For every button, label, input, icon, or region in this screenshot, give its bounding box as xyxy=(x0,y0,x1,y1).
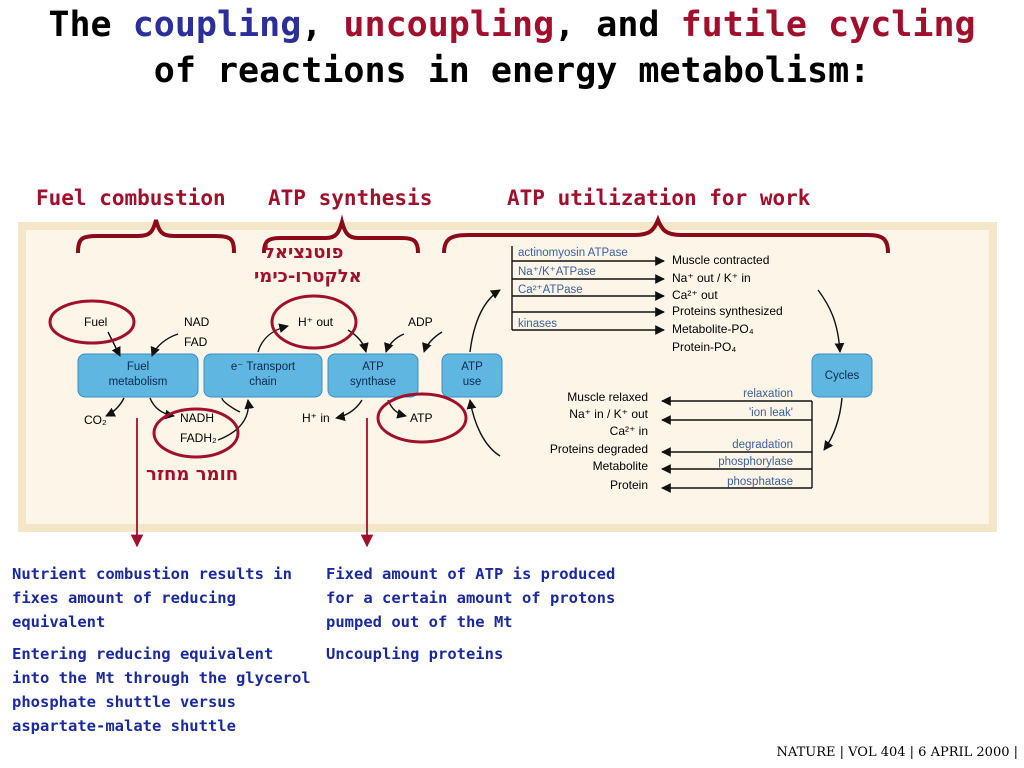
arrow-co2-out xyxy=(105,397,125,417)
return-process-0: relaxation xyxy=(743,388,793,400)
label-adp: ADP xyxy=(408,315,433,329)
work-output-0: Muscle contracted xyxy=(672,253,769,267)
arrow-h-in xyxy=(335,399,363,422)
return-output-0: Muscle relaxed xyxy=(567,390,648,404)
arrow-to-work xyxy=(469,289,501,353)
work-output-5: Protein-PO₄ xyxy=(672,340,736,354)
title-word-coupling: coupling xyxy=(132,5,302,45)
return-process-1: 'ion leak' xyxy=(749,407,793,419)
highlight-atp xyxy=(376,392,468,444)
return-process-4: phosphatase xyxy=(727,476,793,488)
note-right: Fixed amount of ATP is produced for a ce… xyxy=(326,562,631,674)
return-process-2: degradation xyxy=(732,439,793,451)
label-nad: NAD xyxy=(184,315,210,329)
label-h-out: H⁺ out xyxy=(298,315,334,329)
arrow-work-to-cycles xyxy=(817,289,845,353)
title-word-uncoupling: uncoupling xyxy=(343,5,555,45)
electron-transport-box-label-2: chain xyxy=(249,376,277,388)
highlight-h-out xyxy=(270,294,358,350)
note-left-paragraph-1: Nutrient combustion results in fixes amo… xyxy=(12,565,292,631)
label-fad: FAD xyxy=(184,335,208,349)
label-nadh: NADH xyxy=(180,411,214,425)
electron-transport-box xyxy=(203,353,323,398)
hebrew-recycled: חומר מחזר xyxy=(146,464,239,485)
work-output-2: Ca²⁺ out xyxy=(672,288,718,302)
header-atp-utilization: ATP utilization for work xyxy=(507,186,811,210)
highlight-fuel xyxy=(48,299,136,345)
cycles-box xyxy=(811,353,873,398)
note-left-paragraph-2: Entering reducing equivalent into the Mt… xyxy=(12,645,311,735)
title-line-1: The coupling, uncoupling, and futile cyc… xyxy=(0,2,1024,48)
source-credit: NATURE | VOL 404 | 6 APRIL 2000 | xyxy=(776,745,1018,760)
header-fuel-combustion: Fuel combustion xyxy=(36,186,226,210)
atp-synthase-box-label: ATP xyxy=(362,361,384,373)
arrow-nadh-out xyxy=(149,397,175,420)
title-word-and: , and xyxy=(554,5,660,45)
slide-title: The coupling, uncoupling, and futile cyc… xyxy=(0,2,1024,94)
return-output-4: Metabolite xyxy=(593,459,649,473)
arrow-fuel-in xyxy=(107,331,121,357)
note-right-paragraph-2: Uncoupling proteins xyxy=(326,645,504,663)
header-atp-synthesis: ATP synthesis xyxy=(268,186,433,210)
work-output-1: Na⁺ out / K⁺ in xyxy=(672,271,751,285)
work-enzyme-1: Na⁺/K⁺ATPase xyxy=(518,266,596,278)
arrow-nadh-to-etc xyxy=(221,397,241,413)
title-word-the: The xyxy=(48,5,112,45)
fuel-metabolism-box-label-2: metabolism xyxy=(109,376,168,388)
brace-atp-synthesis xyxy=(262,214,420,254)
label-fuel: Fuel xyxy=(84,315,107,329)
atp-use-box-label: ATP xyxy=(461,361,483,373)
note-right-paragraph-1: Fixed amount of ATP is produced for a ce… xyxy=(326,565,616,631)
arrow-cycles-to-return xyxy=(823,397,843,451)
title-comma: , xyxy=(301,5,323,45)
atp-use-box-label-2: use xyxy=(463,376,482,388)
title-line-2: of reactions in energy metabolism: xyxy=(153,51,871,91)
work-output-4: Metabolite-PO₄ xyxy=(672,322,754,336)
electron-transport-box-label: e⁻ Transport xyxy=(231,361,296,373)
arrow-h-return xyxy=(347,329,369,353)
title-word-futile-cycling: futile cycling xyxy=(680,5,976,45)
fuel-metabolism-box xyxy=(77,353,199,398)
fuel-metabolism-box-label: Fuel xyxy=(127,361,149,373)
atp-synthase-box xyxy=(327,353,419,398)
arrow-etc-intake xyxy=(217,399,255,441)
highlight-nadh-fadh2 xyxy=(152,407,240,459)
arrow-atp-use-in xyxy=(422,331,443,353)
arrow-adp-in xyxy=(384,333,405,353)
arrow-h-pumped xyxy=(257,323,289,353)
label-h-in: H⁺ in xyxy=(302,411,330,425)
work-output-3: Proteins synthesized xyxy=(672,304,783,318)
work-enzyme-3: kinases xyxy=(518,318,557,330)
return-output-1: Na⁺ in / K⁺ out xyxy=(569,407,648,421)
atp-use-box xyxy=(441,353,503,398)
hebrew-potential-line-1: פוטנציאל xyxy=(264,242,344,263)
arrow-nad-in xyxy=(150,333,179,357)
return-output-2: Ca²⁺ in xyxy=(610,424,648,438)
brace-atp-utilization xyxy=(442,214,890,254)
brace-fuel-combustion xyxy=(76,219,236,254)
cycles-box-label: Cycles xyxy=(825,370,860,382)
work-enzyme-2: Ca²⁺ATPase xyxy=(518,284,583,296)
label-co2: CO₂ xyxy=(84,413,107,427)
arrow-from-return xyxy=(466,399,501,457)
label-fadh2: FADH₂ xyxy=(180,431,217,445)
label-atp: ATP xyxy=(410,411,432,425)
work-enzyme-0: actinomyosin ATPase xyxy=(518,247,628,259)
return-output-5: Protein xyxy=(610,478,648,492)
note-left: Nutrient combustion results in fixes amo… xyxy=(12,562,312,746)
return-output-3: Proteins degraded xyxy=(550,442,648,456)
return-process-3: phosphorylase xyxy=(718,456,793,468)
atp-synthase-box-label-2: synthase xyxy=(350,376,396,388)
hebrew-potential-line-2: אלקטרו-כימי xyxy=(254,266,362,287)
